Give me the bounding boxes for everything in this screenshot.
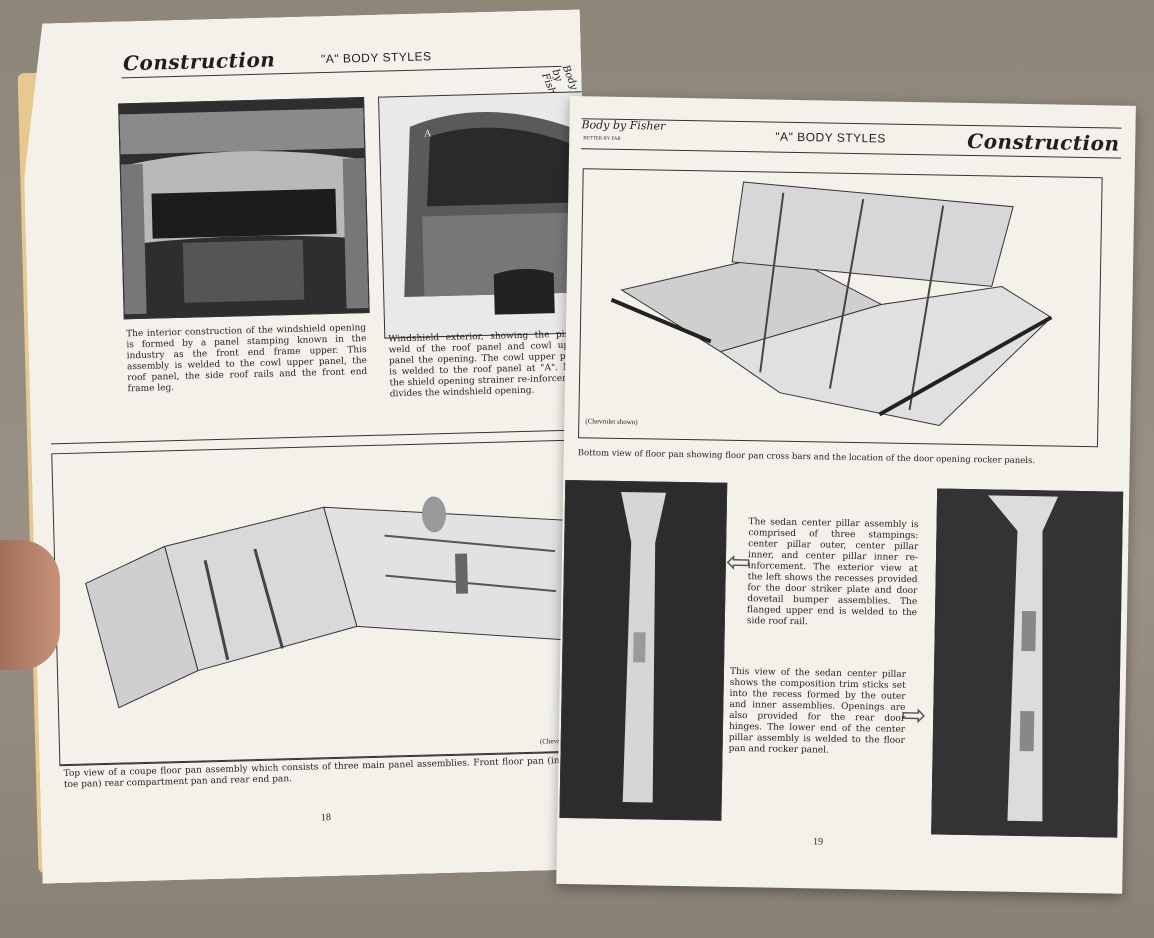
caption-windshield-interior: The interior construction of the windshi… (126, 323, 368, 395)
caption-pillar-interior: This view of the sedan center pillar sho… (728, 666, 907, 756)
photo-label-a: A (423, 128, 432, 140)
page-number-left: 18 (320, 812, 332, 824)
caption-windshield-exterior: Windshield exterior, showing the pinch-w… (388, 329, 586, 400)
right-header-subtitle: "A" BODY STYLES (775, 129, 886, 146)
photo-floor-pan-top: (Chevrolet shown) (51, 439, 601, 765)
fisher-logo-tagline: BETTER BY FAR (583, 136, 621, 142)
page-number-right: 19 (812, 836, 824, 848)
photo-pillar-interior (931, 488, 1124, 838)
caption-pillar-exterior: The sedan center pillar assembly is comp… (746, 517, 919, 628)
photo-floor-pan-bottom: (Chevrolet shown) (578, 168, 1103, 448)
left-header-title: Construction (122, 47, 276, 76)
right-page: Body by Fisher BETTER BY FAR "A" BODY ST… (556, 96, 1136, 894)
left-header-subtitle: "A" BODY STYLES (320, 49, 432, 67)
left-page: Construction "A" BODY STYLES Body by Fis… (20, 9, 602, 883)
caption-floor-pan-bottom: Bottom view of floor pan showing floor p… (577, 448, 1036, 467)
photo-windshield-interior (118, 97, 370, 319)
right-header-title: Construction (967, 128, 1120, 156)
credit-floor-right: (Chevrolet shown) (585, 417, 638, 427)
photo-windshield-exterior: A (378, 91, 590, 338)
holding-thumb (0, 540, 60, 670)
photo-pillar-exterior (559, 479, 728, 821)
